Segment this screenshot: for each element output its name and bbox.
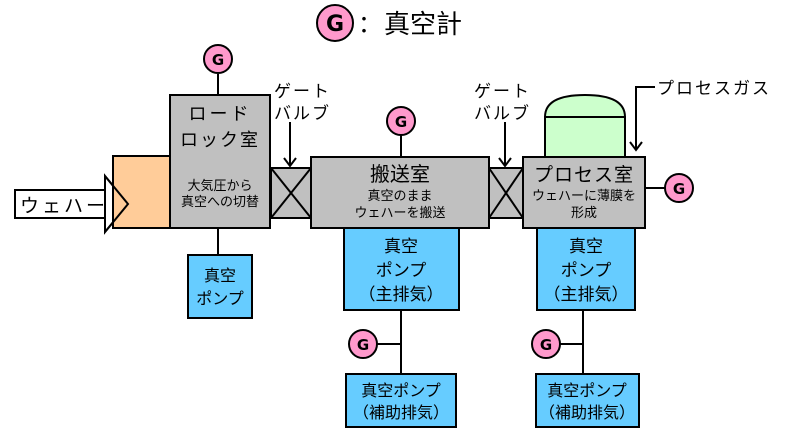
- svg-text:（主排気）: （主排気）: [544, 285, 629, 305]
- load-lock-chamber: ロード ロック室 大気圧から 真空への切替: [169, 94, 271, 229]
- legend-gauge-symbol: G: [326, 12, 344, 37]
- gate-valve-2: ゲート バルブ: [474, 82, 531, 219]
- svg-text:G: G: [212, 51, 224, 69]
- svg-text:（補助排気）: （補助排気）: [353, 403, 449, 422]
- gauge-icon: [531, 329, 561, 359]
- svg-text:ポンプ: ポンプ: [561, 261, 612, 281]
- transfer-chamber: 搬送室 真空のまま ウェハーを搬送: [310, 156, 490, 229]
- gauge-process: G: [664, 173, 694, 203]
- gauge-transfer-aux: G: [348, 329, 378, 359]
- svg-text:真空: 真空: [204, 266, 236, 285]
- process-gas-label: プロセスガス: [657, 79, 771, 99]
- process-title: プロセス室: [534, 164, 634, 186]
- svg-text:真空ポンプ: 真空ポンプ: [361, 381, 441, 400]
- legend-separator: ：: [358, 10, 382, 38]
- legend-label: 真空計: [384, 10, 462, 40]
- gauge-transfer: G: [386, 106, 416, 136]
- load-lock-desc-2: 真空への切替: [181, 195, 259, 210]
- svg-text:（補助排気）: （補助排気）: [539, 403, 635, 422]
- gauge-process-aux: G: [531, 329, 561, 359]
- wafer-label: ウェハー: [20, 195, 108, 217]
- gauge-icon: [386, 106, 416, 136]
- legend: G ： 真空計: [316, 4, 462, 42]
- gauge-loadlock: G: [203, 44, 233, 74]
- gauge-icon: [348, 329, 378, 359]
- svg-text:真空ポンプ: 真空ポンプ: [547, 381, 627, 400]
- transfer-desc-2: ウェハーを搬送: [354, 206, 445, 221]
- gate-valve-1-label-1: ゲート: [274, 82, 331, 102]
- svg-text:ポンプ: ポンプ: [196, 289, 244, 308]
- process-desc-1: ウェハーに薄膜を: [532, 189, 636, 204]
- pump-transfer-main: 真空 ポンプ （主排気）: [343, 227, 460, 311]
- svg-text:（主排気）: （主排気）: [359, 285, 444, 305]
- svg-text:G: G: [540, 336, 552, 354]
- gate-valve-1-label-2: バルブ: [274, 103, 331, 124]
- load-port: [112, 155, 171, 229]
- process-gas-dome: [543, 93, 627, 158]
- gauge-icon: [203, 44, 233, 74]
- process-desc-2: 形成: [571, 206, 597, 221]
- svg-text:真空: 真空: [384, 237, 418, 257]
- svg-text:G: G: [395, 113, 407, 131]
- pump-process-main: 真空 ポンプ （主排気）: [536, 227, 636, 311]
- pump-transfer-aux: 真空ポンプ （補助排気）: [345, 373, 457, 428]
- pump-process-aux: 真空ポンプ （補助排気）: [535, 373, 640, 428]
- transfer-title: 搬送室: [370, 162, 430, 186]
- transfer-desc-1: 真空のまま: [367, 189, 432, 204]
- connection-lines: [217, 74, 665, 374]
- process-chamber: プロセス室 ウェハーに薄膜を 形成: [522, 156, 646, 229]
- gate-valve-2-label-2: バルブ: [474, 103, 531, 124]
- svg-text:ポンプ: ポンプ: [376, 261, 427, 281]
- legend-gauge-icon: [316, 4, 354, 42]
- gate-valve-1: ゲート バルブ: [270, 82, 331, 219]
- svg-text:真空: 真空: [569, 237, 603, 257]
- gate-valve-2-label-1: ゲート: [474, 82, 531, 102]
- svg-text:G: G: [673, 180, 685, 198]
- load-lock-desc-1: 大気圧から: [187, 178, 252, 194]
- gauge-icon: [664, 173, 694, 203]
- load-lock-title-2: ロック室: [180, 130, 260, 151]
- svg-text:G: G: [357, 336, 369, 354]
- load-lock-title-1: ロード: [189, 104, 252, 125]
- pump-loadlock: 真空 ポンプ: [187, 254, 253, 319]
